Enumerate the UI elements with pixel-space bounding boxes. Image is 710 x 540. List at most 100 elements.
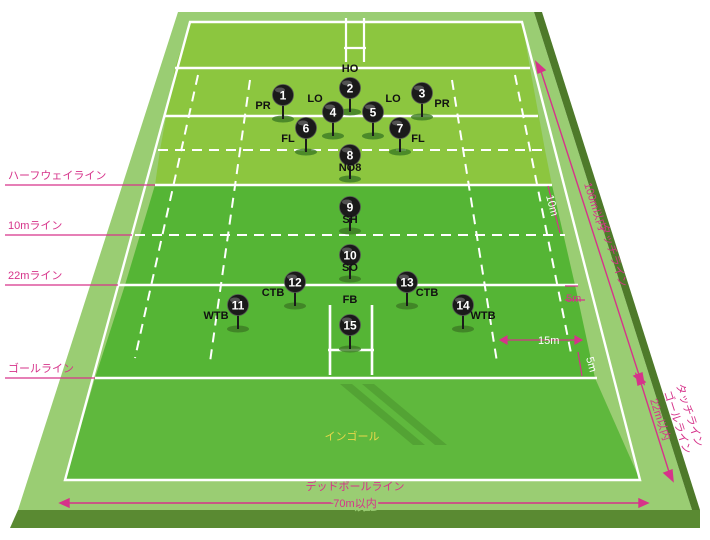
player-pin-highlight — [392, 120, 402, 126]
player-number: 15 — [343, 319, 357, 333]
player-pin-highlight — [342, 80, 352, 86]
15m-line-right — [451, 79, 498, 363]
dead-ball-line-label: デッドボールライン — [306, 479, 405, 493]
player-pin-highlight — [414, 85, 424, 91]
player-pin-head — [322, 101, 344, 123]
left-label-lines — [5, 184, 155, 379]
5m-line-right — [514, 74, 573, 359]
player-pin-highlight — [325, 104, 335, 110]
players: 1PR2HO3PR4LO5LO6FL7FL8NO89SH10SO11WTB12C… — [203, 63, 496, 353]
player-position: CTB — [262, 287, 285, 299]
player-pin-head — [362, 101, 384, 123]
player-number: 2 — [347, 82, 354, 96]
player-number: 3 — [419, 87, 426, 101]
ingoal-arrow — [634, 372, 674, 483]
player-pin-head — [339, 196, 361, 218]
player-position: SH — [342, 214, 357, 226]
player-number: 14 — [456, 299, 470, 313]
player-pin-highlight — [365, 104, 375, 110]
ten-m-mark: 10m — [543, 194, 560, 218]
player-number: 13 — [400, 276, 414, 290]
player-position: WTB — [203, 310, 228, 322]
measure-marks — [498, 185, 585, 377]
player-pin-highlight — [342, 199, 352, 205]
15m-line-left — [209, 79, 251, 363]
player-6: 6FL — [281, 117, 317, 156]
player-number: 8 — [347, 149, 354, 163]
halfway-line-label: ハーフウェイライン — [8, 169, 106, 182]
player-position: PR — [255, 100, 270, 112]
player-pin-head — [227, 294, 249, 316]
ingoal-top — [175, 22, 530, 68]
pitch-lines — [63, 20, 642, 482]
player-pin-head — [452, 294, 474, 316]
ingoal-bottom — [65, 378, 640, 480]
field-surround-right-side — [534, 12, 700, 510]
player-pin-highlight — [287, 274, 297, 280]
player-number: 5 — [370, 106, 377, 120]
player-position: FL — [281, 133, 295, 145]
player-position: LO — [385, 93, 401, 105]
5m-line-left — [134, 74, 199, 359]
player-3: 3PR — [411, 82, 450, 121]
goal-line-label: ゴールライン — [8, 361, 74, 375]
player-pin-head — [339, 244, 361, 266]
player-5: 5 LO — [362, 93, 401, 140]
player-pin-highlight — [342, 317, 352, 323]
player-position: HO — [342, 63, 359, 75]
width-label: 70m以内 — [333, 496, 376, 510]
width-arrow — [58, 497, 650, 509]
field-surround-bottom-edge — [10, 510, 700, 528]
player-number: 6 — [303, 122, 310, 136]
dead-ball-outline — [63, 20, 642, 482]
band-half-bottom — [125, 185, 575, 285]
band-half-top — [155, 150, 552, 185]
goal-post-shadow-2 — [362, 384, 447, 445]
player-pin-highlight — [298, 120, 308, 126]
player-pin-highlight — [342, 147, 352, 153]
player-position: LO — [307, 93, 323, 105]
player-position: CTB — [416, 287, 439, 299]
player-pin-head — [339, 314, 361, 336]
player-pin-highlight — [342, 247, 352, 253]
player-7: 7FL — [389, 117, 425, 156]
player-position: SO — [342, 262, 358, 274]
player-number: 9 — [347, 201, 354, 215]
player-4: 4 LO — [307, 93, 344, 140]
player-pin-head — [339, 144, 361, 166]
player-1: 1PR — [255, 84, 294, 123]
player-position: NO8 — [339, 162, 362, 174]
10m-line-label: 10mライン — [8, 220, 62, 232]
player-position: PR — [434, 98, 449, 110]
player-pin-highlight — [455, 297, 465, 303]
player-number: 12 — [288, 276, 302, 290]
player-position: FL — [411, 133, 425, 145]
player-pin-highlight — [399, 274, 409, 280]
player-position: WTB — [470, 310, 495, 322]
player-pin-head — [396, 271, 418, 293]
player-pin-highlight — [230, 297, 240, 303]
goal-posts-top — [344, 18, 366, 62]
player-pin-head — [284, 271, 306, 293]
player-pin-head — [295, 117, 317, 139]
player-pin-head — [389, 117, 411, 139]
player-number: 4 — [330, 106, 337, 120]
player-9: 9SH — [339, 196, 361, 235]
player-number: 7 — [397, 122, 404, 136]
goal-post-shadow — [340, 384, 425, 445]
player-pin-highlight — [275, 87, 285, 93]
player-pin-head — [272, 84, 294, 106]
fifteen-m-mark: 15m — [538, 335, 559, 347]
22m-line-label: 22mライン — [8, 270, 62, 282]
ingoal-label: インゴール — [325, 429, 380, 443]
player-number: 10 — [343, 249, 357, 263]
